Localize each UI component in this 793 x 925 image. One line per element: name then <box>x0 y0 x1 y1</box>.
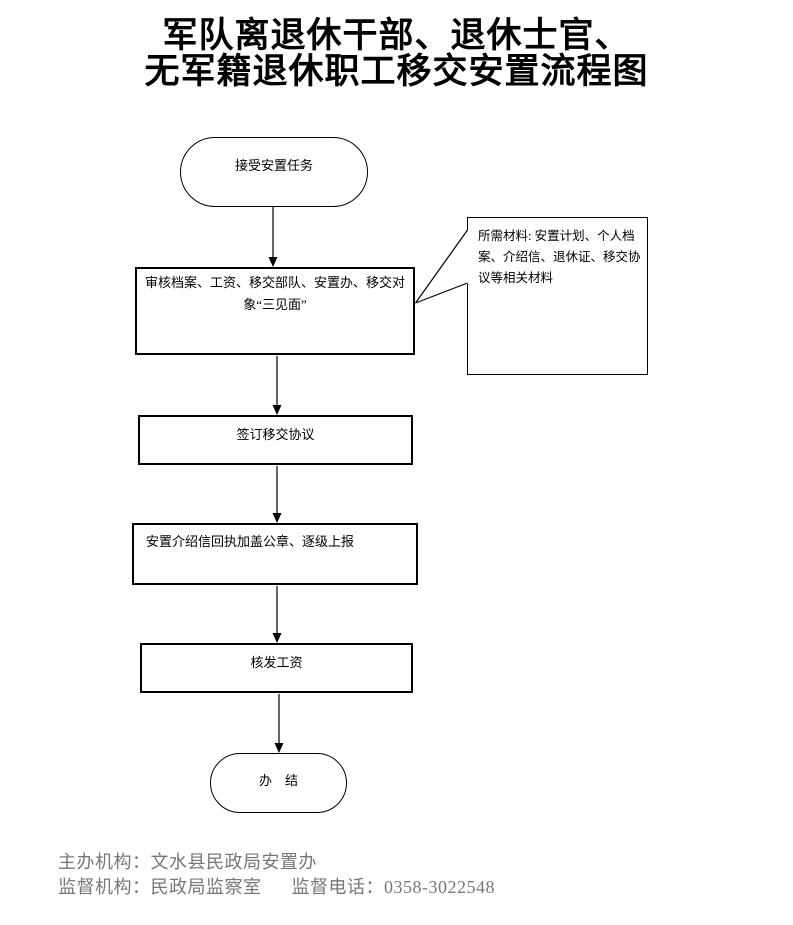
footer-supervision-line: 监督机构：民政局监察室 监督电话：0358-3022548 <box>58 875 495 900</box>
step-issue-wages-box: 核发工资 <box>140 643 413 693</box>
flow-arrow-start-to-review <box>268 207 278 267</box>
page-title-line1: 军队离退休干部、退休士官、 <box>162 16 631 55</box>
step-issue-wages-label: 核发工资 <box>250 655 303 670</box>
flow-arrow-sign-to-receipt <box>272 466 282 523</box>
end-terminator-label: 办 结 <box>258 773 298 788</box>
start-terminator-label: 接受安置任务 <box>234 158 313 173</box>
step-sign-agreement-box: 签订移交协议 <box>138 415 413 465</box>
step-receipt-report-box: 安置介绍信回执加盖公章、逐级上报 <box>132 523 418 585</box>
footer: 主办机构：文水县民政局安置办 监督机构：民政局监察室 监督电话：0358-3022… <box>58 850 495 900</box>
footer-phone: 监督电话：0358-3022548 <box>291 877 495 897</box>
required-materials-note: 所需材料: 安置计划、个人档 案、介绍信、退休证、移交协 议等相关材料 <box>467 217 648 375</box>
flow-arrow-review-to-sign <box>272 356 282 415</box>
flow-arrow-receipt-to-wage <box>272 586 282 643</box>
flow-arrow-wage-to-end <box>274 694 284 753</box>
step-sign-agreement-label: 签订移交协议 <box>236 427 315 442</box>
page-title-line2: 无军籍退休职工移交安置流程图 <box>144 52 649 91</box>
footer-organizer: 主办机构：文水县民政局安置办 <box>58 852 317 872</box>
callout-pointer <box>415 229 469 304</box>
step-receipt-report-label: 安置介绍信回执加盖公章、逐级上报 <box>146 534 355 549</box>
step-review-box: 审核档案、工资、移交部队、安置办、移交对 象“三见面” <box>135 267 415 355</box>
page-title: 军队离退休干部、退休士官、 无军籍退休职工移交安置流程图 <box>0 18 793 90</box>
end-terminator: 办 结 <box>210 753 347 813</box>
footer-supervisor: 监督机构：民政局监察室 <box>58 877 262 897</box>
start-terminator: 接受安置任务 <box>180 137 368 207</box>
